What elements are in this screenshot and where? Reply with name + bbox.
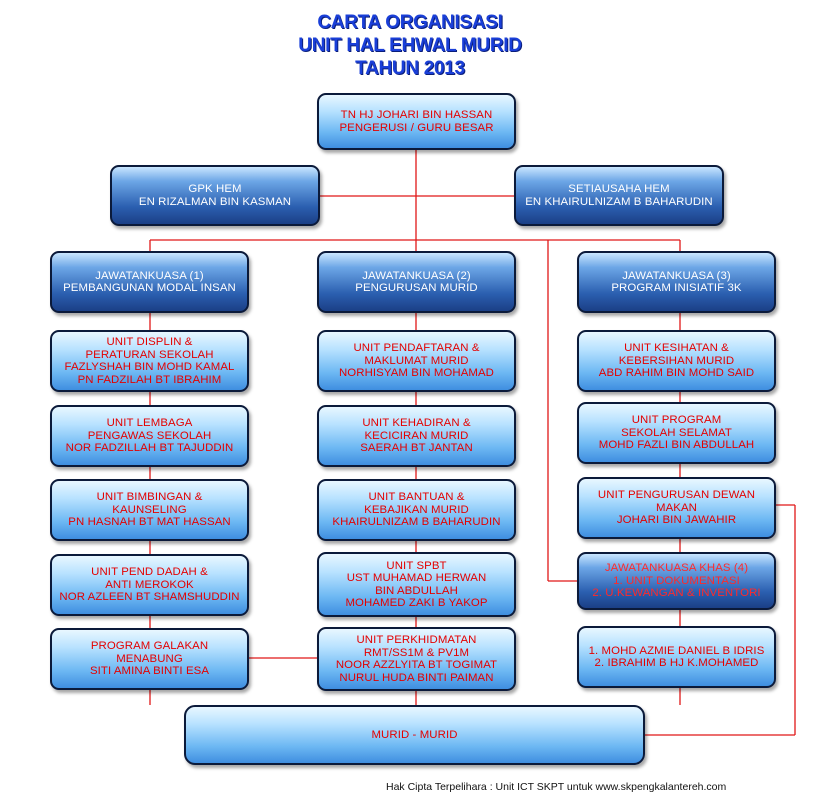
node-jawatankuasa-2: JAWATANKUASA (2) PENGURUSAN MURID: [317, 251, 516, 313]
node-text: MURID - MURID: [371, 728, 458, 741]
node-text: UNIT PENGURUSAN DEWAN: [597, 489, 756, 502]
node-unit-perkhidmatan: UNIT PERKHIDMATAN RMT/SS1M & PV1M NOOR A…: [317, 627, 516, 691]
node-text: 1. MOHD AZMIE DANIEL B IDRIS: [588, 644, 765, 657]
node-jawatankuasa-3: JAWATANKUASA (3) PROGRAM INISIATIF 3K: [577, 251, 776, 313]
node-unit-disiplin: UNIT DISPLIN & PERATURAN SEKOLAH FAZLYSH…: [50, 330, 249, 392]
node-text: JAWATANKUASA (3): [622, 269, 731, 282]
node-unit-spbt: UNIT SPBT UST MUHAMAD HERWAN BIN ABDULLA…: [317, 552, 516, 617]
footer-copyright: Hak Cipta Terpelihara : Unit ICT SKPT un…: [386, 781, 727, 793]
node-unit-kehadiran: UNIT KEHADIRAN & KECICIRAN MURID SAERAH …: [317, 405, 516, 467]
node-text: KEBAJIKAN MURID: [364, 503, 469, 516]
node-jawatankuasa-1: JAWATANKUASA (1) PEMBANGUNAN MODAL INSAN: [50, 251, 249, 313]
node-text: UNIT PROGRAM: [631, 414, 722, 427]
node-text: SAERAH BT JANTAN: [360, 442, 473, 455]
node-murid: MURID - MURID: [184, 705, 645, 765]
node-text: NOR AZLEEN BT SHAMSHUDDIN: [59, 591, 240, 604]
node-text: PROGRAM GALAKAN: [90, 640, 209, 653]
node-text: KEBERSIHAN MURID: [618, 354, 735, 367]
node-text: JOHARI BIN JAWAHIR: [616, 514, 737, 527]
node-unit-bimbingan: UNIT BIMBINGAN & KAUNSELING PN HASNAH BT…: [50, 479, 249, 541]
node-text: PN HASNAH BT MAT HASSAN: [68, 516, 231, 529]
node-text: PENGERUSI / GURU BESAR: [339, 121, 494, 134]
node-unit-dewan-makan: UNIT PENGURUSAN DEWAN MAKAN JOHARI BIN J…: [577, 477, 776, 539]
node-unit-pend-dadah: UNIT PEND DADAH & ANTI MEROKOK NOR AZLEE…: [50, 554, 249, 616]
node-unit-sekolah-selamat: UNIT PROGRAM SEKOLAH SELAMAT MOHD FAZLI …: [577, 402, 776, 464]
node-program-galakan: PROGRAM GALAKAN MENABUNG SITI AMINA BINT…: [50, 628, 249, 690]
node-text: 2. IBRAHIM B HJ K.MOHAMED: [594, 657, 759, 669]
node-text: UNIT SPBT: [386, 559, 447, 572]
node-jawatankuasa-khas: JAWATANKUASA KHAS (4) 1. UNIT DOKUMENTAS…: [577, 552, 776, 610]
node-text: BIN ABDULLAH: [375, 584, 458, 597]
node-text: UNIT DISPLIN &: [106, 336, 193, 348]
chart-title-line2: UNIT HAL EHWAL MURID: [298, 35, 522, 56]
node-text: UNIT LEMBAGA: [106, 417, 193, 430]
node-text: PENGURUSAN MURID: [355, 282, 478, 294]
node-text: UNIT PERKHIDMATAN: [356, 634, 477, 646]
node-text: EN KHAIRULNIZAM B BAHARUDIN: [525, 195, 713, 208]
node-text: MOHAMED ZAKI B YAKOP: [345, 597, 488, 609]
node-text: UST MUHAMAD HERWAN: [346, 572, 487, 584]
node-text: JAWATANKUASA (1): [95, 269, 204, 282]
node-unit-bantuan: UNIT BANTUAN & KEBAJIKAN MURID KHAIRULNI…: [317, 479, 516, 541]
node-text: EN RIZALMAN BIN KASMAN: [138, 195, 292, 208]
node-text: UNIT PEND DADAH &: [91, 566, 208, 579]
node-text: KHAIRULNIZAM B BAHARUDIN: [332, 516, 501, 529]
node-text: PROGRAM INISIATIF 3K: [611, 282, 742, 294]
node-jawatankuasa-khas-members: 1. MOHD AZMIE DANIEL B IDRIS 2. IBRAHIM …: [577, 626, 776, 688]
node-pengerusi: TN HJ JOHARI BIN HASSAN PENGERUSI / GURU…: [317, 93, 516, 150]
node-unit-kesihatan: UNIT KESIHATAN & KEBERSIHAN MURID ABD RA…: [577, 330, 776, 392]
node-text: PEMBANGUNAN MODAL INSAN: [63, 282, 236, 294]
node-unit-lembaga-pengawas: UNIT LEMBAGA PENGAWAS SEKOLAH NOR FADZIL…: [50, 405, 249, 467]
node-text: SITI AMINA BINTI ESA: [89, 665, 210, 678]
node-text: MENABUNG: [116, 652, 183, 665]
chart-title-line1: CARTA ORGANISASI: [317, 12, 503, 33]
node-text: MOHD FAZLI BIN ABDULLAH: [598, 439, 755, 452]
node-text: 2. U.KEWANGAN & INVENTORI: [592, 587, 761, 600]
node-unit-pendaftaran: UNIT PENDAFTARAN & MAKLUMAT MURID NORHIS…: [317, 330, 516, 392]
node-text: PENGAWAS SEKOLAH: [87, 429, 212, 442]
node-text: SETIAUSAHA HEM: [568, 183, 670, 195]
node-text: KAUNSELING: [112, 503, 187, 516]
node-text: UNIT BANTUAN &: [368, 491, 465, 504]
node-text: TN HJ JOHARI BIN HASSAN: [340, 109, 493, 121]
node-text: NORHISYAM BIN MOHAMAD: [338, 367, 495, 380]
node-text: ANTI MEROKOK: [105, 578, 194, 591]
node-setiausaha: SETIAUSAHA HEM EN KHAIRULNIZAM B BAHARUD…: [514, 165, 724, 226]
node-text: PN FADZILAH BT IBRAHIM: [77, 373, 222, 386]
node-text: NOOR AZZLYITA BT TOGIMAT: [335, 659, 498, 671]
node-text: MAKAN: [655, 501, 697, 514]
node-text: 1. UNIT DOKUMENTASI: [613, 574, 740, 587]
node-text: ABD RAHIM BIN MOHD SAID: [598, 367, 755, 380]
node-text: FAZLYSHAH BIN MOHD KAMAL: [64, 361, 235, 373]
node-text: KECICIRAN MURID: [364, 429, 469, 442]
node-text: UNIT BIMBINGAN &: [96, 491, 203, 504]
chart-title-line3: TAHUN 2013: [355, 58, 465, 79]
node-text: RMT/SS1M & PV1M: [363, 646, 470, 659]
node-text: JAWATANKUASA (2): [362, 269, 471, 282]
node-text: UNIT PENDAFTARAN &: [353, 342, 480, 355]
node-text: JAWATANKUASA KHAS (4): [604, 562, 749, 575]
node-text: PERATURAN SEKOLAH: [85, 348, 214, 361]
node-text: MAKLUMAT MURID: [364, 354, 469, 367]
node-text: NURUL HUDA BINTI PAIMAN: [339, 671, 494, 684]
node-text: UNIT KEHADIRAN &: [362, 417, 471, 430]
node-text: UNIT KESIHATAN &: [624, 342, 729, 355]
node-text: GPK HEM: [188, 183, 242, 195]
node-text: NOR FADZILLAH BT TAJUDDIN: [65, 442, 234, 455]
node-gpk: GPK HEM EN RIZALMAN BIN KASMAN: [110, 165, 320, 226]
node-text: SEKOLAH SELAMAT: [621, 426, 732, 439]
